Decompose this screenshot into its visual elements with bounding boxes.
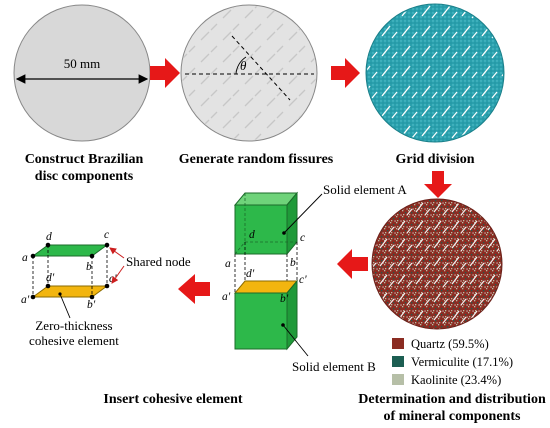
node-label: a — [225, 258, 231, 270]
diameter-label: 50 mm — [64, 56, 100, 71]
cohesive-element: d c a b d' c' a' b' Shared node Zero-thi… — [21, 229, 191, 348]
disc-component: 50 mm — [13, 4, 151, 142]
legend-label-kaolinite: Kaolinite (23.4%) — [411, 373, 501, 387]
grid-caption: Grid division — [396, 152, 475, 167]
solid-b-leader — [282, 324, 309, 357]
shared-node-pointer-up — [109, 247, 125, 259]
solid-a-hidden-edge — [234, 241, 246, 255]
node-dot — [89, 294, 95, 300]
flow-arrow-5 — [178, 274, 210, 304]
leader-dot — [282, 231, 286, 235]
node-label: d' — [246, 268, 255, 280]
legend-label-quartz: Quartz (59.5%) — [411, 337, 489, 351]
shared-node-label: Shared node — [126, 254, 191, 269]
legend-label-vermiculite: Vermiculite (17.1%) — [411, 355, 513, 369]
zero-thickness-leader — [59, 293, 71, 319]
node-label: d' — [46, 272, 55, 284]
mineral-caption-line2: of mineral components — [384, 409, 521, 424]
solid-a-front-face — [234, 204, 288, 255]
disc-caption-line1: Construct Brazilian — [25, 152, 144, 167]
solid-b-label: Solid element B — [292, 359, 376, 374]
mineral-disc — [371, 198, 503, 330]
node-label: d — [249, 229, 255, 241]
leader-dot — [58, 292, 62, 296]
legend-swatch-vermiculite — [392, 356, 404, 367]
zero-thickness-label-line2: cohesive element — [29, 333, 119, 348]
angle-theta-label: θ — [240, 58, 247, 73]
fissure-pattern — [182, 6, 316, 140]
cohesive-bottom-plane — [31, 285, 109, 298]
legend-swatch-quartz — [392, 338, 404, 349]
solid-a-label: Solid element A — [323, 182, 407, 197]
gray-disc — [13, 4, 151, 142]
cohesive-caption: Insert cohesive element — [103, 392, 243, 407]
node-label: b — [86, 261, 92, 273]
node-label: a — [22, 252, 28, 264]
fissure-orientation-line — [231, 35, 291, 101]
shared-node-pointer-down — [111, 265, 125, 284]
mineral-caption-line1: Determination and distribution — [358, 392, 546, 407]
node-label: c' — [299, 274, 307, 286]
node-dot — [104, 242, 110, 248]
node-label: a' — [21, 294, 30, 306]
disc-caption-line2: disc components — [35, 169, 134, 184]
node-label: d — [46, 231, 52, 243]
flow-arrow-3 — [424, 171, 452, 198]
flow-arrow-2 — [331, 58, 360, 88]
node-label: b' — [87, 299, 96, 311]
zero-thickness-label-line1: Zero-thickness — [35, 318, 112, 333]
mineral-legend: Quartz (59.5%) Vermiculite (17.1%) Kaoli… — [392, 337, 513, 387]
mineral-fissures — [373, 200, 501, 328]
solid-a-top-face — [233, 192, 299, 206]
grid-disc — [365, 3, 505, 143]
flow-arrow-1 — [150, 58, 180, 88]
node-label: c — [104, 229, 109, 241]
node-label: b — [290, 257, 296, 269]
solid-b-front-face — [234, 292, 288, 350]
node-label: c — [300, 232, 305, 244]
node-dot — [30, 253, 36, 259]
node-label: c' — [109, 273, 117, 285]
node-dot — [45, 242, 51, 248]
legend-swatch-kaolinite — [392, 374, 404, 385]
solid-b-right-face — [286, 279, 298, 351]
node-label: b' — [280, 293, 289, 305]
node-label: a' — [222, 291, 231, 303]
node-dot — [89, 253, 95, 259]
node-dot — [104, 283, 110, 289]
node-dot — [45, 283, 51, 289]
solid-a-leader — [283, 193, 323, 234]
flow-arrow-4 — [337, 249, 368, 279]
cohesive-top-plane — [31, 244, 109, 257]
fissure-disc: θ — [180, 4, 318, 142]
solid-elements: d c a b d' c' a' b' Solid element A Soli… — [222, 182, 407, 374]
angle-arc — [235, 56, 247, 75]
solid-b-top-face — [233, 280, 299, 294]
fissure-caption: Generate random fissures — [179, 152, 334, 167]
leader-dot — [281, 323, 285, 327]
node-dot — [30, 294, 36, 300]
mesh-fissures — [367, 5, 503, 141]
